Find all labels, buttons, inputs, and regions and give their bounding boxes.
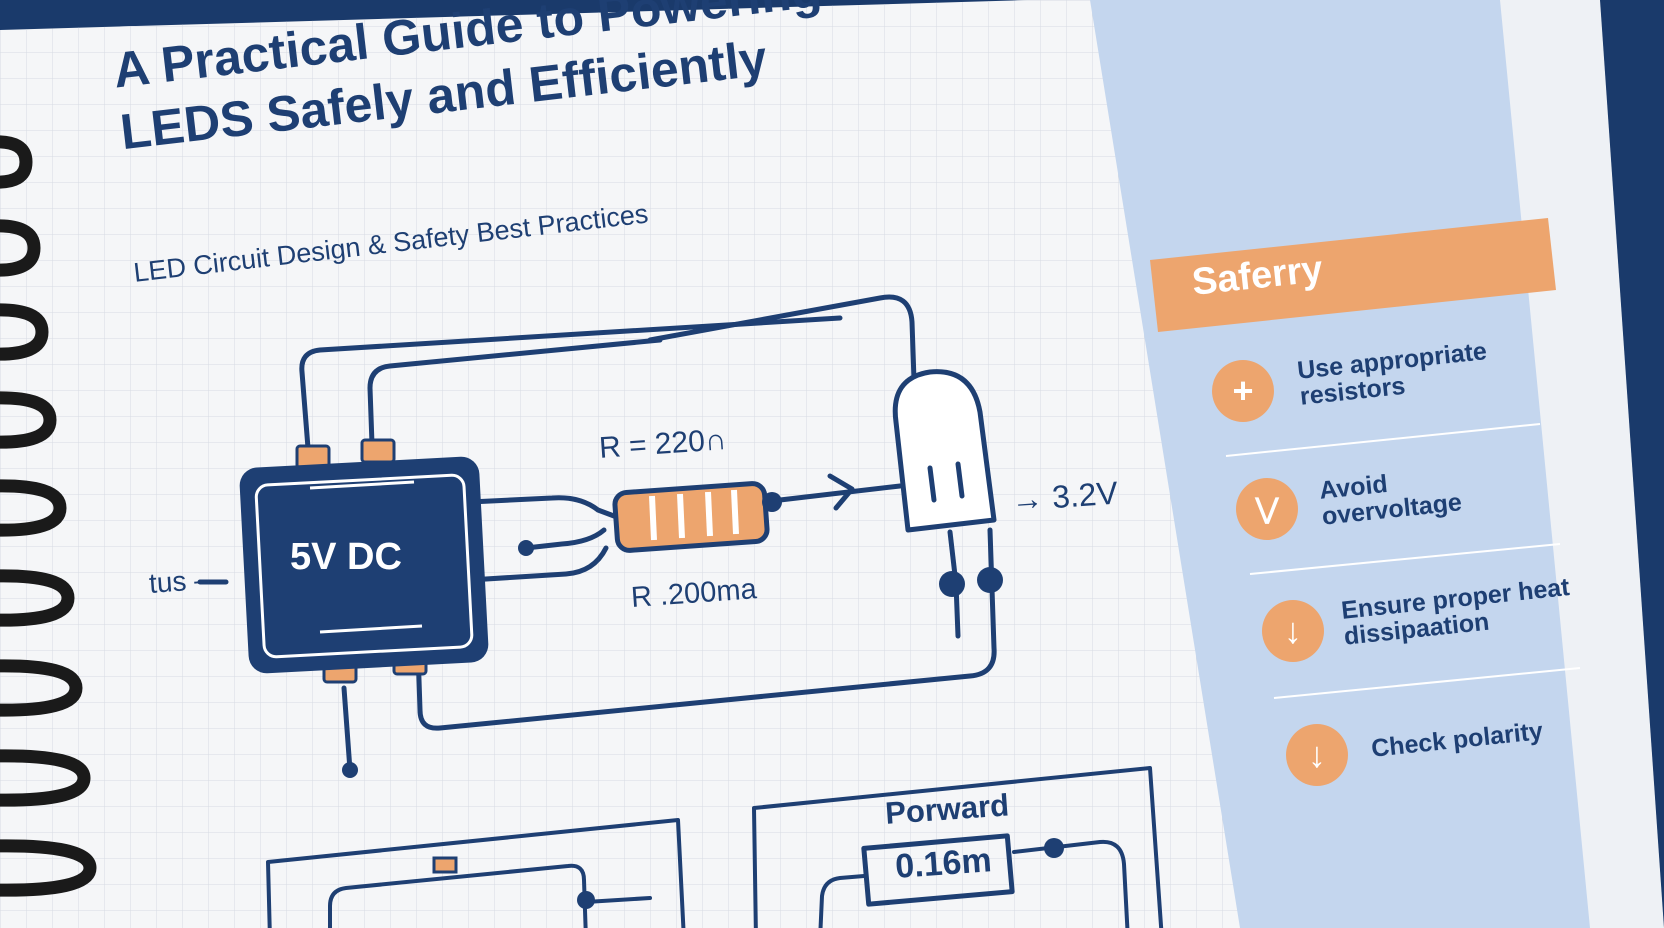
arrow-down-icon: ↓: [1262, 600, 1324, 662]
right-sub-diagram-return: [1012, 839, 1130, 928]
left-sub-diagram-dot: [577, 891, 595, 909]
forward-voltage-label: → 3.2V: [1010, 474, 1119, 518]
wire-branch: [523, 527, 607, 551]
source-voltage-label: 5V DC: [290, 536, 402, 578]
right-sub-diagram-frame: [752, 766, 1164, 928]
binding-ring: [0, 839, 97, 897]
ground-dot: [342, 762, 358, 778]
right-sub-diagram-dot: [1044, 838, 1064, 858]
resistor-band: [677, 493, 685, 539]
ground-lead: [341, 685, 353, 773]
source-pin: [360, 438, 396, 464]
left-sub-diagram-lead: [584, 896, 652, 904]
source-inner-border: [254, 473, 474, 659]
source-body: [239, 456, 489, 674]
resistor: [518, 481, 782, 556]
circuit-wires: [197, 294, 997, 773]
binding-ring: [0, 749, 91, 807]
left-sub-diagram-pin: [432, 856, 458, 874]
resistor-band: [649, 495, 657, 541]
double-chevron-down-icon: ⋁: [1236, 478, 1298, 540]
binding-ring: [0, 219, 41, 277]
safety-divider: [1249, 543, 1561, 575]
binding-ring: [0, 659, 83, 717]
spiral-binding: [0, 135, 97, 897]
led-junction-dot: [939, 571, 965, 597]
forward-value: 0.16m: [894, 841, 993, 886]
wire-lower-branch: [467, 545, 609, 583]
power-source-block: [239, 438, 489, 684]
input-label: tus —: [148, 562, 224, 599]
binding-ring: [0, 569, 75, 627]
binding-ring: [0, 391, 57, 449]
led-mark: [927, 465, 937, 503]
junction-dot: [518, 540, 534, 556]
safety-divider: [1273, 667, 1581, 699]
bottom-diagrams: [266, 766, 1164, 928]
safety-divider: [1225, 423, 1541, 457]
led-mark: [955, 461, 965, 499]
arrow-down-icon: ↓: [1286, 724, 1348, 786]
led-component: [342, 369, 1003, 778]
return-wire: [415, 527, 997, 731]
resistor-body: [612, 481, 770, 553]
inner-top-wire: [367, 337, 663, 447]
forward-value-box: [861, 833, 1015, 907]
resistor-terminal: [762, 492, 782, 512]
safety-dividers: [1225, 423, 1581, 699]
safety-panel-header-band: [1150, 218, 1556, 332]
resistor-band: [705, 491, 713, 537]
outer-top-wire: [299, 315, 843, 451]
wire-to-led-top: [647, 294, 917, 383]
binding-ring: [0, 135, 33, 189]
binding-ring: [0, 303, 49, 361]
wire-to-led: [777, 483, 903, 503]
wire-to-resistor: [467, 495, 617, 519]
left-sub-diagram-frame: [266, 818, 686, 928]
resistor-band: [731, 489, 739, 535]
left-sub-diagram-wire: [328, 863, 588, 928]
right-sub-diagram-wire: [818, 874, 866, 928]
source-top-bar: [309, 480, 415, 490]
led-dome: [892, 369, 997, 533]
plus-icon: +: [1212, 360, 1274, 422]
binding-ring: [0, 479, 67, 537]
paper-grid: [0, 0, 1250, 928]
led-junction-dot: [977, 567, 1003, 593]
source-bottom-bar: [319, 624, 423, 634]
current-arrow: [827, 473, 855, 511]
